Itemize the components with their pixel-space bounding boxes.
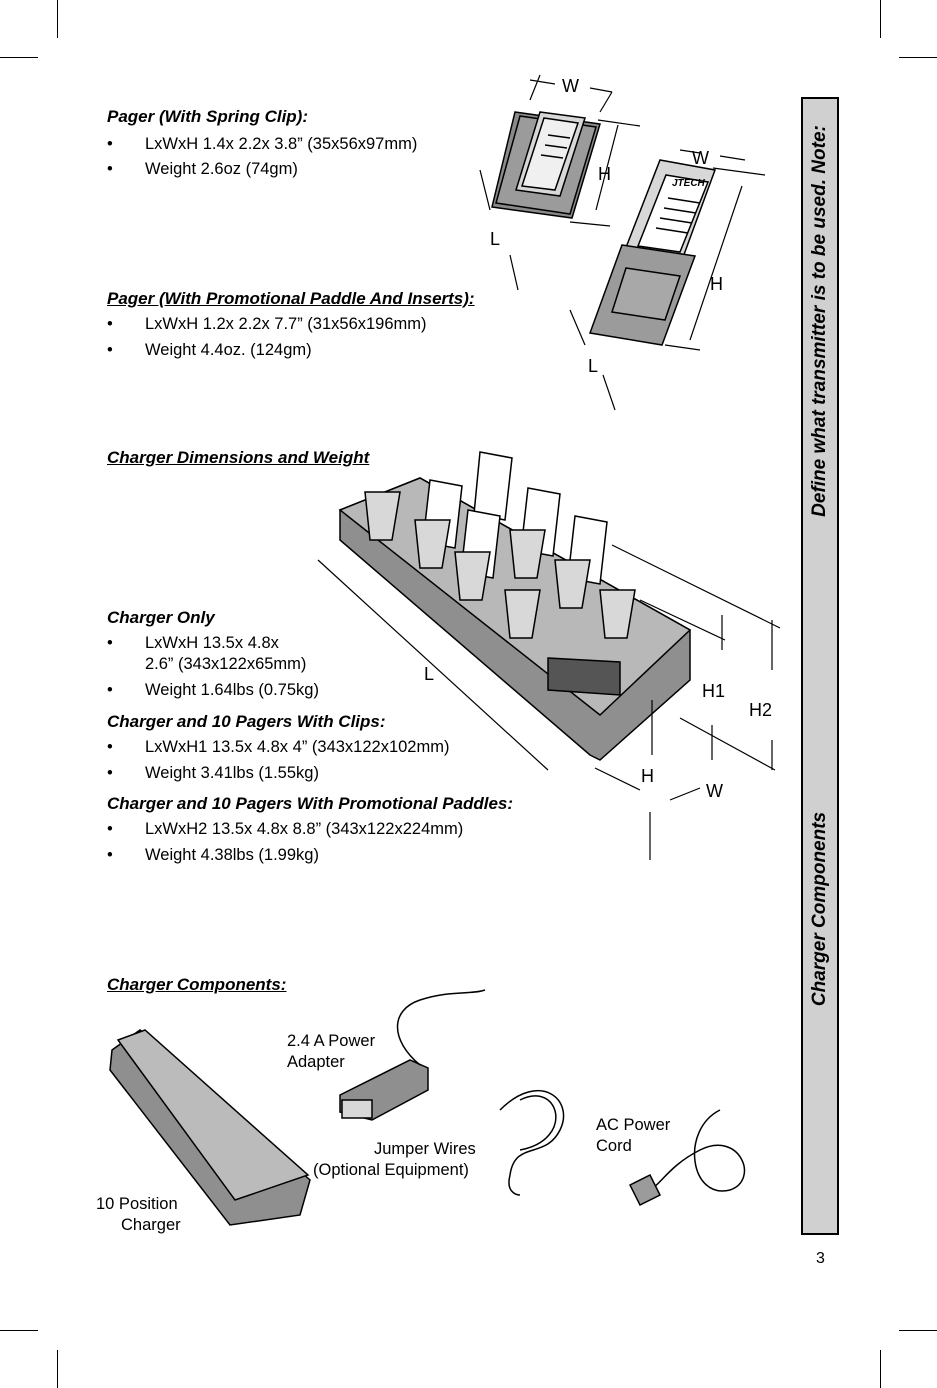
jumper-label-line1: Jumper Wires xyxy=(374,1140,476,1158)
cord-label-line1: AC Power xyxy=(596,1116,671,1134)
adapter-label-line1: 2.4 A Power xyxy=(287,1032,376,1050)
jumper-wires-illustration xyxy=(499,1089,565,1196)
crop-mark xyxy=(57,0,58,38)
pager-paddle-width-label: W xyxy=(692,148,709,168)
crop-mark xyxy=(57,1350,58,1388)
pager-paddle-height-label: H xyxy=(710,274,723,294)
charger-h1-label: H1 xyxy=(702,681,726,701)
charger-label-line2: Charger xyxy=(121,1216,181,1234)
pager-clip-height-label: H xyxy=(598,164,611,184)
crop-mark xyxy=(880,1350,881,1388)
pager-paddle-length-label: L xyxy=(588,356,599,376)
charger-paddles-heading: Charger and 10 Pagers With Promotional P… xyxy=(107,794,514,813)
crop-mark xyxy=(880,0,881,38)
ac-power-cord-illustration xyxy=(628,1109,746,1207)
page-number: 3 xyxy=(816,1250,825,1267)
pager-clip-heading: Pager (With Spring Clip): xyxy=(107,107,309,126)
charger-height-label: H xyxy=(641,766,654,786)
charger-length-label: L xyxy=(424,664,435,684)
ten-position-charger-illustration xyxy=(109,1029,311,1226)
pager-clip-length-label: L xyxy=(490,229,501,249)
charger-only-heading: Charger Only xyxy=(107,608,215,627)
pager-clip-illustration xyxy=(491,111,601,219)
crop-mark xyxy=(0,57,38,58)
charger-width-label: W xyxy=(706,781,723,801)
pager-paddle-illustration xyxy=(588,159,717,346)
cord-label-line2: Cord xyxy=(596,1137,632,1155)
power-adapter-illustration xyxy=(339,989,486,1121)
charger-label-line1: 10 Position xyxy=(96,1195,178,1213)
charger-dims-heading: Charger Dimensions and Weight xyxy=(107,448,370,467)
crop-mark xyxy=(899,57,937,58)
charger-h2-label: H2 xyxy=(749,700,773,720)
pager-paddle-heading: Pager (With Promotional Paddle And Inser… xyxy=(107,289,475,308)
pager-clip-width-label: W xyxy=(562,76,579,96)
components-heading: Charger Components: xyxy=(107,975,287,994)
pager-paddle-brand-label: JTECH xyxy=(672,178,705,189)
adapter-label-line2: Adapter xyxy=(287,1053,345,1071)
jumper-label-line2: (Optional Equipment) xyxy=(313,1161,469,1179)
charger-clips-heading: Charger and 10 Pagers With Clips: xyxy=(107,712,386,731)
charger-illustration xyxy=(338,451,692,761)
crop-mark xyxy=(0,1330,38,1331)
sidebar-tab: Define what transmitter is to be used. N… xyxy=(801,97,839,1235)
crop-mark xyxy=(899,1330,937,1331)
